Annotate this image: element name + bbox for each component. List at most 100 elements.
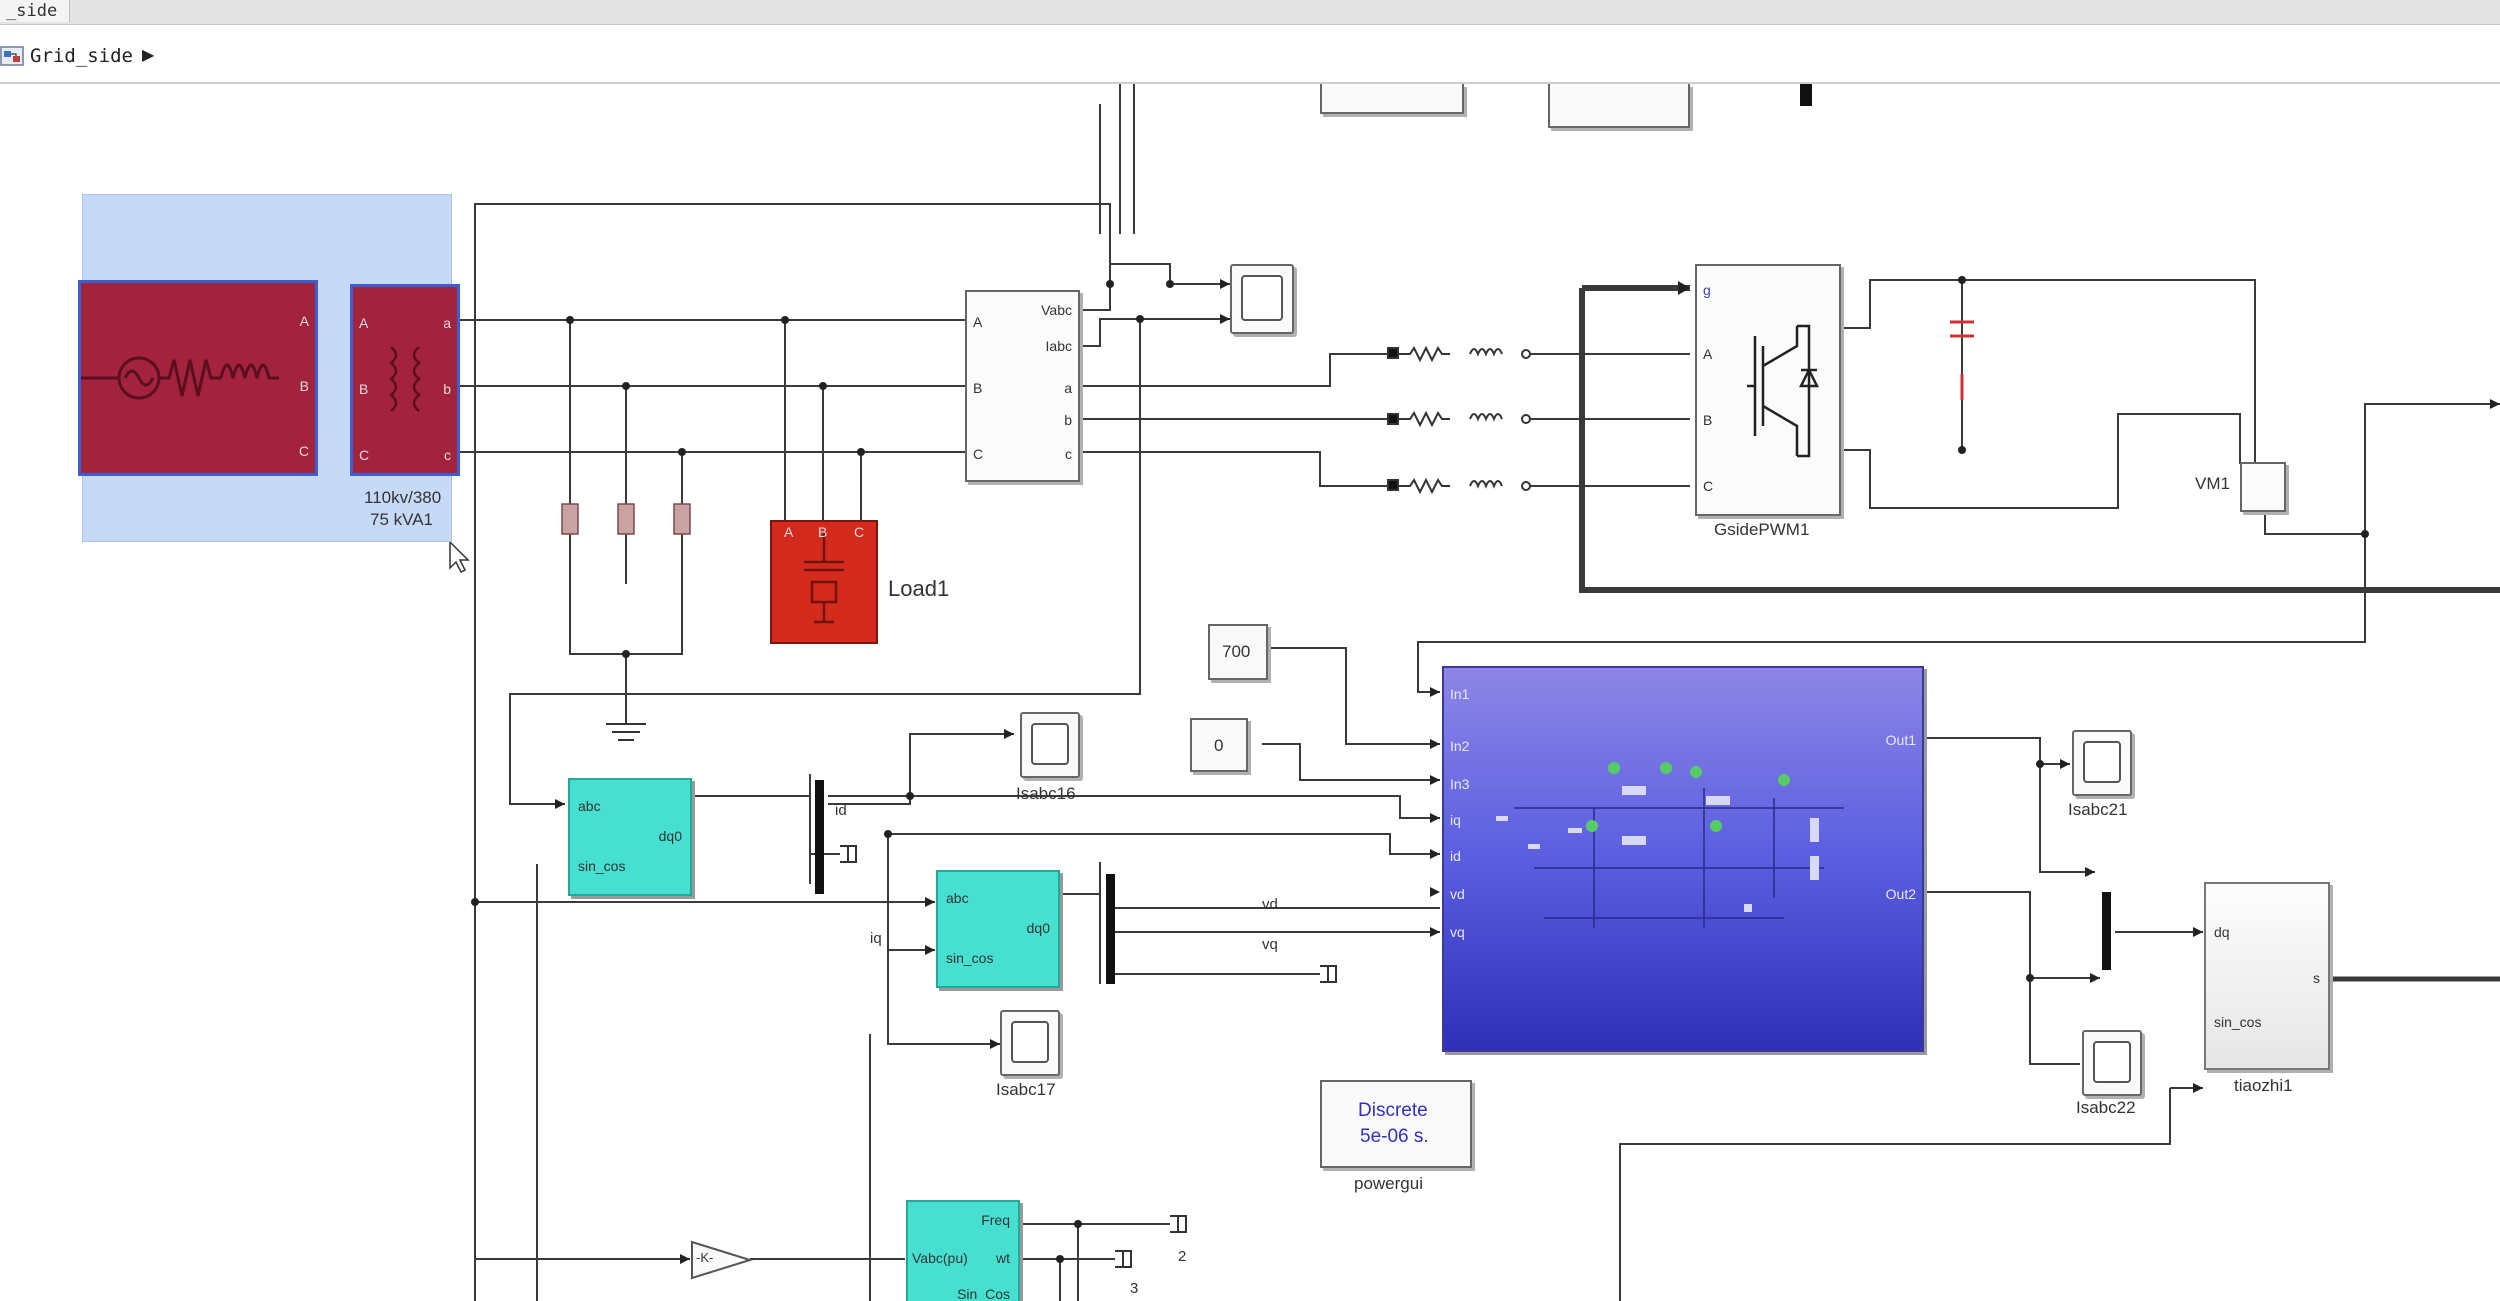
powergui-line-1: Discrete [1358,1100,1428,1121]
pll-freq: Freq [981,1212,1010,1228]
igbt-bridge-icon [1747,324,1820,458]
pll-block[interactable]: Freq Vabc(pu) wt Sin_Cos [906,1200,1020,1301]
subsystem-in3: In3 [1450,776,1470,792]
abc-to-dq0-block-1[interactable]: abc sin_cos dq0 [568,778,692,896]
pwm-port-g: g [1703,282,1711,298]
mouse-cursor-icon [449,540,470,574]
pll-vabc: Vabc(pu) [912,1250,968,1266]
voltage-measurement-block[interactable] [2240,462,2286,512]
scope-isabc21-label: Isabc21 [2068,800,2128,819]
load-block[interactable]: A B C [770,520,878,644]
terminator-label-2: 2 [1178,1248,1187,1265]
constant-700[interactable]: 700 [1208,624,1268,680]
transformer-port-c-out: c [444,447,451,463]
transformer-port-a-in: A [359,315,369,331]
dq2-abc: abc [946,890,969,906]
constant-0[interactable]: 0 [1190,718,1248,772]
model-icon [0,46,24,66]
terminator-label-3: 3 [1130,1280,1139,1297]
vi-port-a: A [973,314,983,330]
constant-0-value: 0 [1214,736,1224,755]
subsystem-vq: vq [1450,924,1465,940]
abc-to-dq0-block-2[interactable]: abc sin_cos dq0 [936,870,1060,988]
vi-port-b-out: b [1064,412,1072,428]
signal-label-iq: iq [870,930,882,947]
transformer-port-c-in: C [359,447,370,463]
tiaozhi-s: s [2313,970,2320,986]
pwm-port-c: C [1703,478,1714,494]
transformer-label-1: 110kv/380 [364,488,442,507]
subsystem-vd: vd [1450,886,1465,902]
top-block-1[interactable] [1320,84,1464,114]
model-canvas[interactable]: A B C A B C a b c 110kv/380 75 kVA1 A B … [0,84,2500,1301]
scope-isabc16-label: Isabc16 [1016,784,1076,803]
tiaozhi-label: tiaozhi1 [2234,1076,2293,1095]
title-strip: _side [0,0,2500,25]
three-phase-source-block[interactable]: A B C [78,280,318,476]
scope-isabc22-label: Isabc22 [2076,1098,2136,1117]
tiaozhi-sincos: sin_cos [2214,1014,2262,1030]
source-port-b: B [299,378,309,394]
subsystem-in1: In1 [1450,686,1470,702]
scope-isabc22[interactable] [2082,1030,2142,1096]
subsystem-preview-icon [1496,762,1844,928]
transformer-port-b-out: b [443,381,451,397]
source-port-c: C [298,443,309,459]
gain-label: -K- [696,1250,714,1265]
gain-block[interactable] [690,1240,754,1280]
breadcrumb-model-link[interactable]: Grid_side [30,45,133,67]
vi-measurement-block[interactable]: A B C Vabc Iabc a b c [965,290,1080,482]
signal-label-vd: vd [1262,896,1278,913]
source-symbol-icon [81,356,279,400]
subsystem-id: id [1450,848,1461,864]
load-label: Load1 [888,576,950,601]
model-tab[interactable]: _side [0,0,71,22]
transformer-port-b-in: B [359,381,369,397]
pwm-port-a: A [1703,346,1713,362]
pll-wt: wt [996,1250,1010,1266]
load-port-c: C [854,524,865,540]
transformer-block[interactable]: A B C a b c [350,284,460,476]
signal-label-id: id [835,802,847,819]
breadcrumb: Grid_side ▶ [0,32,2500,84]
load-port-b: B [818,524,828,540]
scope-isabc16[interactable] [1020,712,1080,778]
vi-port-b: B [973,380,983,396]
powergui-line-2: 5e-06 s. [1360,1126,1429,1147]
scope-isabc21[interactable] [2072,730,2132,796]
signal-lines [449,84,2500,1301]
dq2-dq0: dq0 [1026,920,1050,936]
scope-isabc17-label: Isabc17 [996,1080,1056,1099]
vi-port-vabc: Vabc [1041,302,1072,318]
vm-label: VM1 [2195,474,2230,493]
source-port-a: A [299,313,309,329]
controller-subsystem[interactable]: In1 In2 In3 iq id vd vq Out1 Out2 [1442,666,1924,1052]
constant-700-value: 700 [1222,642,1251,661]
subsystem-iq: iq [1450,812,1461,828]
dq1-dq0: dq0 [658,828,682,844]
dq2-sincos: sin_cos [946,950,994,966]
pwm-inverter-block[interactable]: g A B C [1695,264,1841,516]
vi-port-iabc: Iabc [1045,338,1072,354]
subsystem-out2: Out2 [1885,886,1916,902]
transformer-port-a-out: a [443,315,451,331]
vi-port-c: C [973,446,984,462]
subsystem-out1: Out1 [1885,732,1916,748]
powergui-label: powergui [1354,1174,1423,1193]
pwm-label: GsidePWM1 [1714,520,1810,539]
signal-label-vq: vq [1262,936,1278,953]
breadcrumb-arrow-icon[interactable]: ▶ [142,47,155,64]
transformer-label-2: 75 kVA1 [370,510,434,529]
powergui-block[interactable]: Discrete 5e-06 s. [1320,1080,1472,1168]
vi-port-c-out: c [1065,446,1072,462]
top-block-2[interactable] [1548,84,1690,128]
rl-branch-a [1387,345,1531,363]
tiaozhi-dq: dq [2214,924,2230,940]
scope-vi[interactable] [1230,264,1294,334]
load-symbol-icon [804,532,844,624]
scope-isabc17[interactable] [1000,1010,1060,1076]
load-port-a: A [784,524,794,540]
pwm-port-b: B [1703,412,1713,428]
tiaozhi-subsystem[interactable]: dq sin_cos s [2204,882,2330,1070]
dq1-abc: abc [578,798,601,814]
